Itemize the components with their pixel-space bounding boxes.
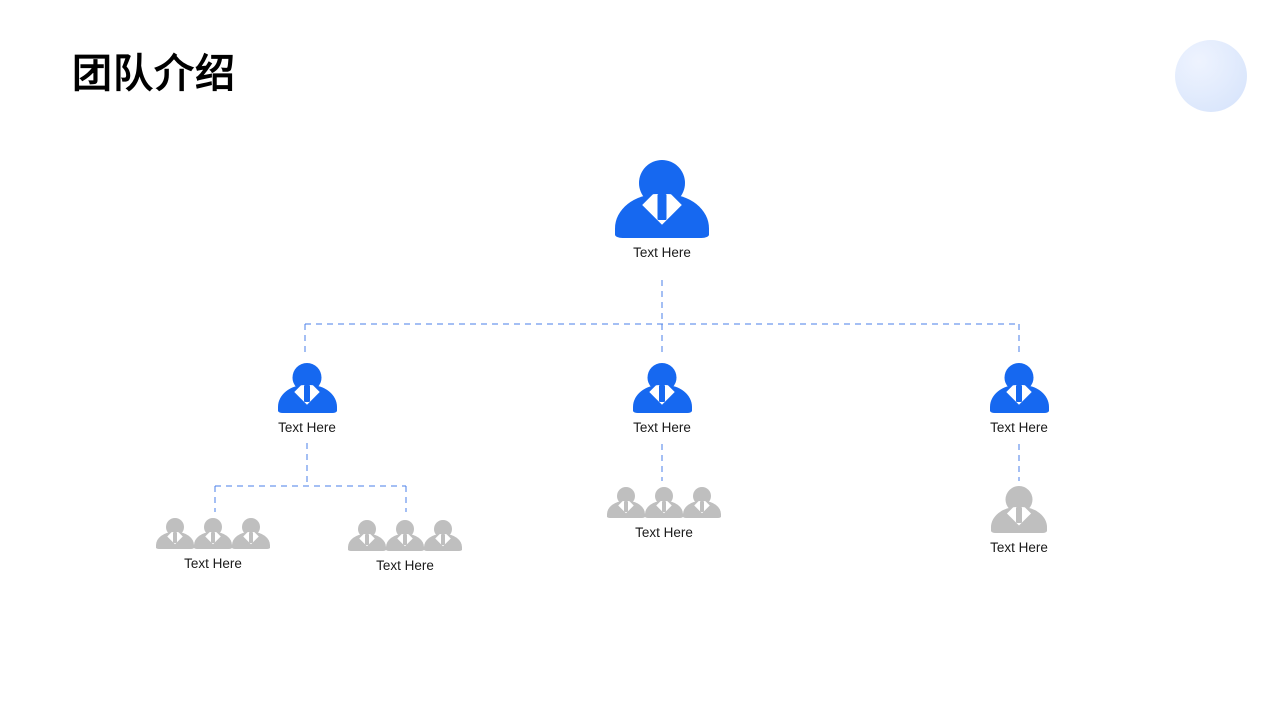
org-node-label: Text Here: [990, 420, 1048, 435]
org-node-root[interactable]: Text Here: [562, 160, 762, 260]
org-node-root-icons: [615, 160, 709, 238]
businessman-tie: [249, 532, 253, 543]
businessman-icon: [632, 363, 692, 413]
businessman-tie: [304, 385, 310, 402]
org-node-branch-center-icons: [632, 363, 692, 413]
org-node-branch-right-icons: [989, 363, 1049, 413]
org-node-label: Text Here: [376, 558, 434, 573]
org-node-label: Text Here: [278, 420, 336, 435]
org-node-label: Text Here: [633, 245, 691, 260]
businessman-tie: [662, 501, 666, 512]
businessman-icon: [424, 520, 462, 551]
org-node-branch-right[interactable]: Text Here: [939, 363, 1099, 435]
businessman-tie: [441, 534, 445, 545]
org-node-leaf-left-b[interactable]: Text Here: [325, 520, 485, 573]
org-node-label: Text Here: [633, 420, 691, 435]
businessman-icon: [232, 518, 270, 549]
businessman-tie: [657, 194, 667, 220]
businessman-icon: [683, 487, 721, 518]
org-node-branch-left[interactable]: Text Here: [227, 363, 387, 435]
businessman-icon: [607, 487, 645, 518]
org-node-leaf-center[interactable]: Text Here: [584, 487, 744, 540]
org-node-leaf-right[interactable]: Text Here: [939, 486, 1099, 555]
page-title: 团队介绍: [72, 52, 236, 96]
businessman-icon: [989, 363, 1049, 413]
businessman-tie: [659, 385, 665, 402]
businessman-icon: [277, 363, 337, 413]
businessman-tie: [365, 534, 369, 545]
decorative-circle: [1175, 40, 1247, 112]
businessman-tie: [700, 501, 704, 512]
businessman-icon: [645, 487, 683, 518]
org-node-label: Text Here: [184, 556, 242, 571]
org-node-leaf-left-b-icons: [348, 520, 462, 551]
businessman-icon: [348, 520, 386, 551]
org-node-label: Text Here: [635, 525, 693, 540]
org-node-branch-left-icons: [277, 363, 337, 413]
businessman-tie: [1016, 507, 1022, 523]
org-node-label: Text Here: [990, 540, 1048, 555]
businessman-icon: [991, 486, 1047, 533]
businessman-tie: [403, 534, 407, 545]
org-node-leaf-right-icons: [991, 486, 1047, 533]
businessman-icon: [615, 160, 709, 238]
org-node-leaf-center-icons: [607, 487, 721, 518]
org-node-leaf-left-a-icons: [156, 518, 270, 549]
businessman-tie: [624, 501, 628, 512]
businessman-icon: [194, 518, 232, 549]
businessman-tie: [173, 532, 177, 543]
businessman-tie: [211, 532, 215, 543]
org-node-branch-center[interactable]: Text Here: [582, 363, 742, 435]
businessman-icon: [386, 520, 424, 551]
org-node-leaf-left-a[interactable]: Text Here: [133, 518, 293, 571]
businessman-tie: [1016, 385, 1022, 402]
businessman-icon: [156, 518, 194, 549]
